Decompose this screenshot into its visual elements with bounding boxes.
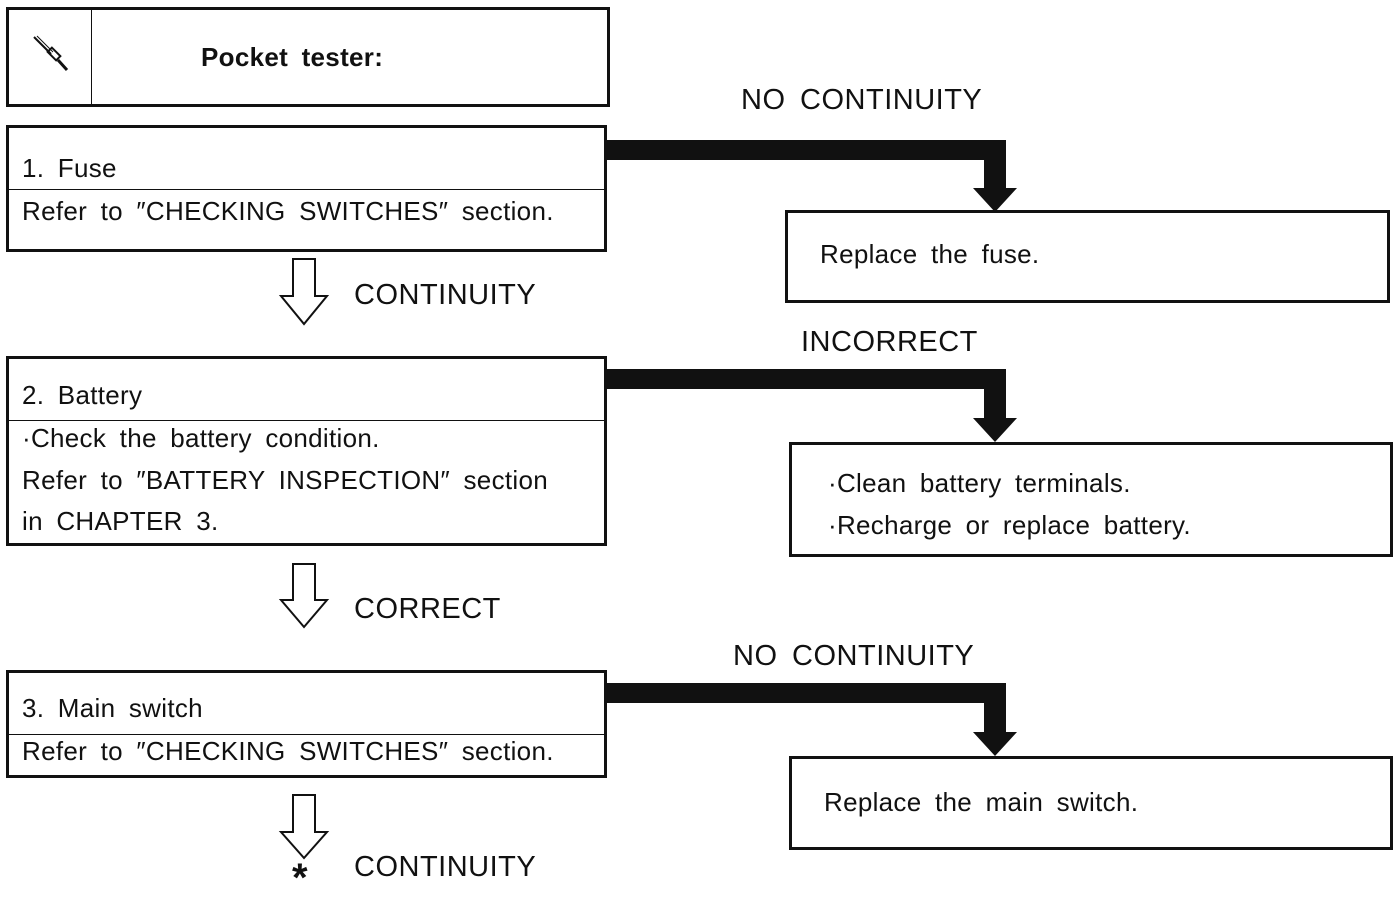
step-1-pass-arrow xyxy=(278,258,330,326)
step-3-fail-label: NO CONTINUITY xyxy=(733,640,975,672)
step-2-action-line-2: ·Recharge or replace battery. xyxy=(828,510,1191,540)
step-1-divider xyxy=(9,189,604,190)
step-3-fail-arrow xyxy=(607,683,1017,756)
step-3-box: 3. Main switch Refer to ″CHECKING SWITCH… xyxy=(6,670,607,778)
pocket-tester-icon xyxy=(33,35,69,72)
step-1-box: 1. Fuse Refer to ″CHECKING SWITCHES″ sec… xyxy=(6,125,607,252)
header-divider xyxy=(91,10,92,104)
step-3-action-line-1: Replace the main switch. xyxy=(824,787,1139,817)
step-1-action-box: Replace the fuse. xyxy=(785,210,1390,303)
step-3-divider xyxy=(9,734,604,735)
step-2-title: 2. Battery xyxy=(22,380,143,410)
step-2-divider xyxy=(9,420,604,421)
step-1-title: 1. Fuse xyxy=(22,153,117,183)
step-2-line-3: in CHAPTER 3. xyxy=(22,506,219,536)
step-3-pass-label: CONTINUITY xyxy=(354,851,537,883)
step-3-title: 3. Main switch xyxy=(22,693,203,723)
step-1-fail-arrow xyxy=(607,140,1017,212)
step-2-pass-arrow xyxy=(278,563,330,629)
step-2-action-box: ·Clean battery terminals. ·Recharge or r… xyxy=(789,442,1393,557)
step-2-line-2: Refer to ″BATTERY INSPECTION″ section xyxy=(22,465,548,495)
step-2-fail-arrow xyxy=(607,369,1017,442)
header-box: Pocket tester: xyxy=(6,7,610,107)
step-2-box: 2. Battery ·Check the battery condition.… xyxy=(6,356,607,546)
step-2-action-line-1: ·Clean battery terminals. xyxy=(828,468,1131,498)
step-3-pass-arrow xyxy=(278,794,330,860)
header-title: Pocket tester: xyxy=(201,42,384,72)
step-2-fail-label: INCORRECT xyxy=(801,326,978,358)
step-1-action-line-1: Replace the fuse. xyxy=(820,239,1040,269)
step-1-fail-label: NO CONTINUITY xyxy=(741,84,983,116)
step-2-line-1: ·Check the battery condition. xyxy=(22,423,380,453)
step-1-pass-label: CONTINUITY xyxy=(354,279,537,311)
step-3-line-1: Refer to ″CHECKING SWITCHES″ section. xyxy=(22,736,554,766)
step-2-pass-label: CORRECT xyxy=(354,593,501,625)
step-3-action-box: Replace the main switch. xyxy=(789,756,1393,850)
step-1-line-1: Refer to ″CHECKING SWITCHES″ section. xyxy=(22,196,554,226)
